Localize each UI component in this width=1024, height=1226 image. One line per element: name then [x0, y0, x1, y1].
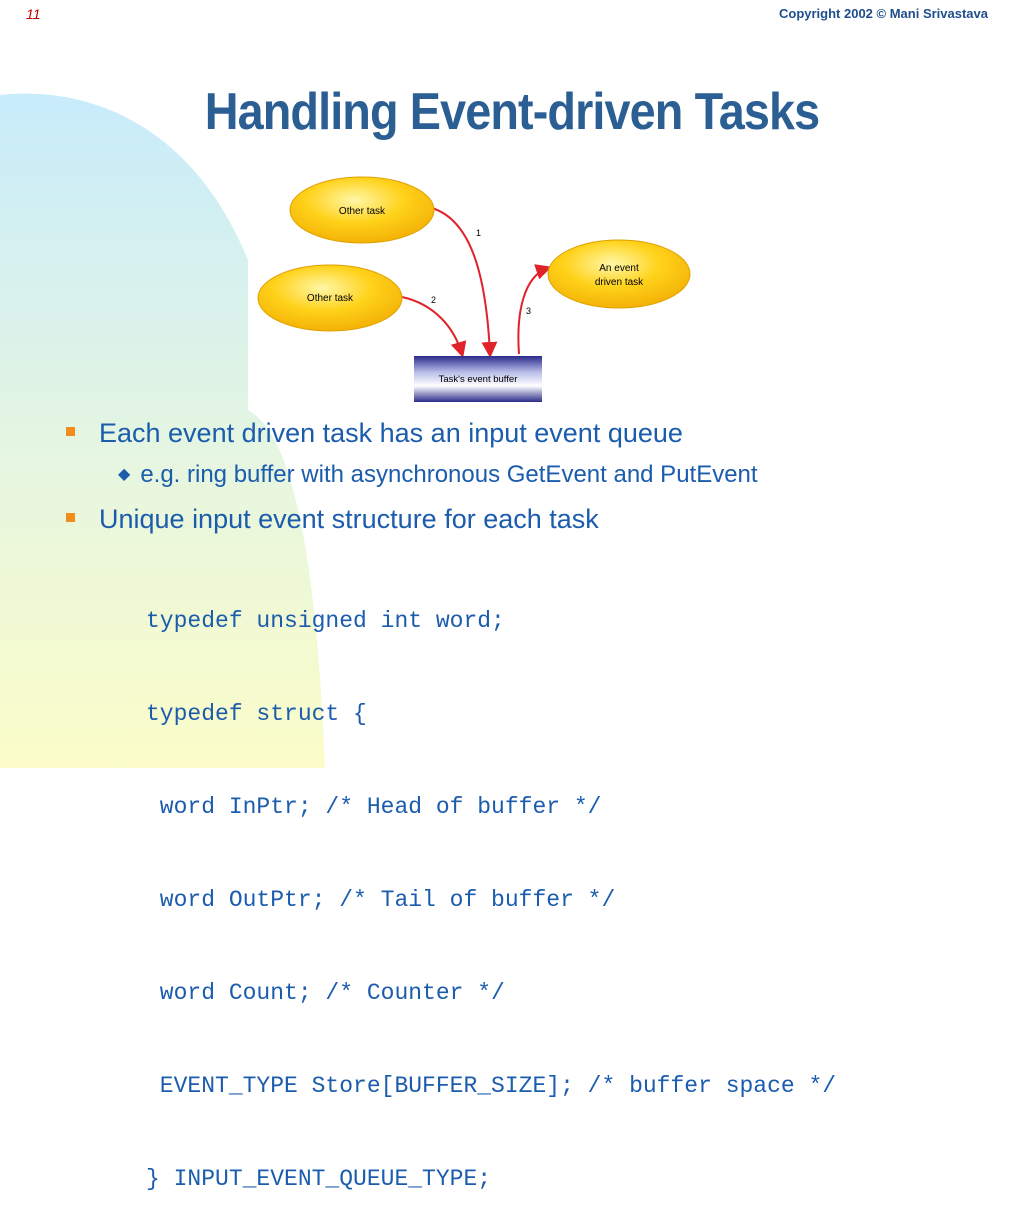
arrow-label-3: 3	[526, 306, 531, 316]
event-driven-task-node	[547, 239, 691, 309]
square-bullet-icon	[66, 427, 75, 437]
other-task-label-2: Other task	[307, 293, 354, 304]
slide-title: Handling Event-driven Tasks	[204, 83, 820, 141]
code-line: word InPtr; /* Head of buffer */	[146, 794, 602, 820]
slide-number: 11	[26, 6, 41, 22]
code-line: EVENT_TYPE Store[BUFFER_SIZE]; /* buffer…	[146, 1073, 837, 1099]
code-line: } INPUT_EVENT_QUEUE_TYPE;	[146, 1166, 492, 1192]
sub-bullet-item-1: ◆ e.g. ring buffer with asynchronous GetE…	[118, 461, 758, 489]
arrow-2	[401, 296, 467, 358]
bullet-item-2-text: Unique input event structure for each ta…	[99, 504, 599, 534]
arrow-label-2: 2	[431, 295, 436, 305]
bullet-item-1-text: Each event driven task has an input even…	[99, 418, 683, 448]
code-line: typedef unsigned int word;	[146, 608, 505, 634]
event-task-diagram: Other task Other task An event driven ta…	[248, 172, 708, 406]
event-task-label-line1: An event	[599, 263, 639, 274]
other-task-label-1: Other task	[339, 206, 386, 217]
diamond-bullet-icon: ◆	[118, 466, 131, 483]
code-line: typedef struct {	[146, 701, 367, 727]
arrow-label-1: 1	[476, 228, 481, 238]
square-bullet-icon	[66, 513, 75, 523]
code-line: word Count; /* Counter */	[146, 980, 505, 1006]
arrow-3	[517, 264, 552, 355]
copyright-notice: Copyright 2002 © Mani Srivastava	[779, 6, 988, 21]
event-buffer-box	[414, 356, 542, 402]
code-block: typedef unsigned int word; typedef struc…	[146, 544, 836, 1226]
code-line: word OutPtr; /* Tail of buffer */	[146, 887, 616, 913]
arrow-1	[431, 207, 498, 358]
event-task-label-line2: driven task	[595, 277, 644, 288]
buffer-label: Task's event buffer	[439, 374, 518, 385]
sub-bullet-item-1-text: e.g. ring buffer with asynchronous GetEv…	[140, 461, 758, 488]
bullet-item-2: Unique input event structure for each ta…	[66, 504, 599, 535]
bullet-item-1: Each event driven task has an input even…	[66, 418, 683, 449]
